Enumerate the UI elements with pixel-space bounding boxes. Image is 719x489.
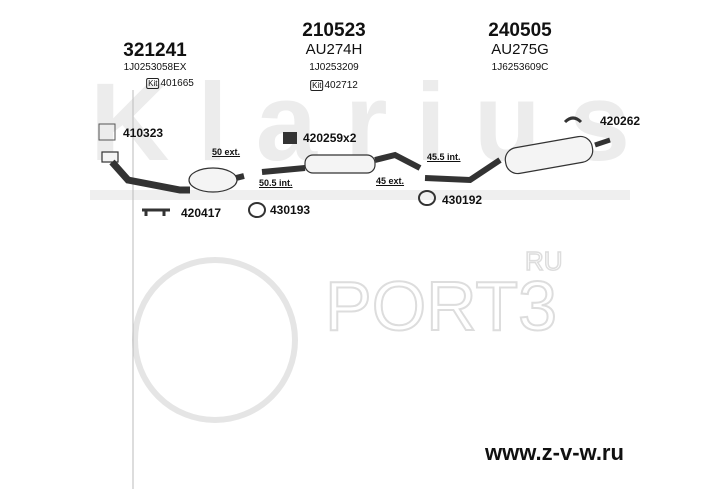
dimension-label: 45.5 int.	[427, 152, 461, 162]
bracket-icon	[142, 208, 170, 216]
middle-pipe	[261, 165, 306, 175]
front-pipe	[109, 159, 190, 194]
bracket-label: 420417	[181, 206, 222, 220]
dimension-label: 50 ext.	[212, 147, 241, 157]
front-flange	[101, 151, 119, 163]
mount-label: 430193	[270, 203, 311, 217]
hanger-label: 420262	[600, 114, 641, 128]
dimension-label: 45 ext.	[376, 176, 405, 186]
hanger-icon	[563, 116, 583, 124]
mount-label: 430192	[442, 193, 483, 207]
kit-value: 401665	[160, 78, 194, 89]
exhaust-system	[101, 135, 611, 194]
watermark-stripe	[90, 190, 630, 200]
watermark-ru: RU	[525, 246, 563, 276]
part-number: 210523	[302, 20, 366, 41]
kit-value: 402712	[324, 80, 358, 91]
oe-code: AU275G	[491, 41, 549, 58]
rear-silencer	[504, 135, 594, 175]
oe-code: AU274H	[305, 41, 363, 58]
oe-reference: 1J0253209	[309, 62, 359, 73]
gasket-label: 410323	[123, 126, 164, 140]
watermark-port: PORT3	[325, 267, 557, 345]
watermark-six	[132, 257, 298, 423]
website-watermark: www.z-v-w.ru	[485, 440, 624, 465]
tailpipe	[594, 137, 611, 148]
part-number: 321241	[123, 40, 187, 61]
rubber-mount-icon	[248, 202, 266, 218]
middle-silencer	[304, 154, 376, 174]
oe-reference: 1J6253609C	[491, 62, 549, 73]
oe-reference: 1J0253058EX	[123, 62, 187, 73]
rubber-mount-icon	[418, 190, 436, 206]
gasket-icon	[98, 123, 116, 141]
kit-badge: Kit	[146, 78, 160, 89]
clamp-icon	[283, 132, 297, 144]
catalytic-converter	[188, 167, 238, 193]
kit-badge: Kit	[310, 80, 324, 91]
clamp-label: 420259x2	[303, 131, 357, 145]
dimension-label: 50.5 int.	[259, 178, 293, 188]
part-number: 240505	[488, 20, 552, 41]
